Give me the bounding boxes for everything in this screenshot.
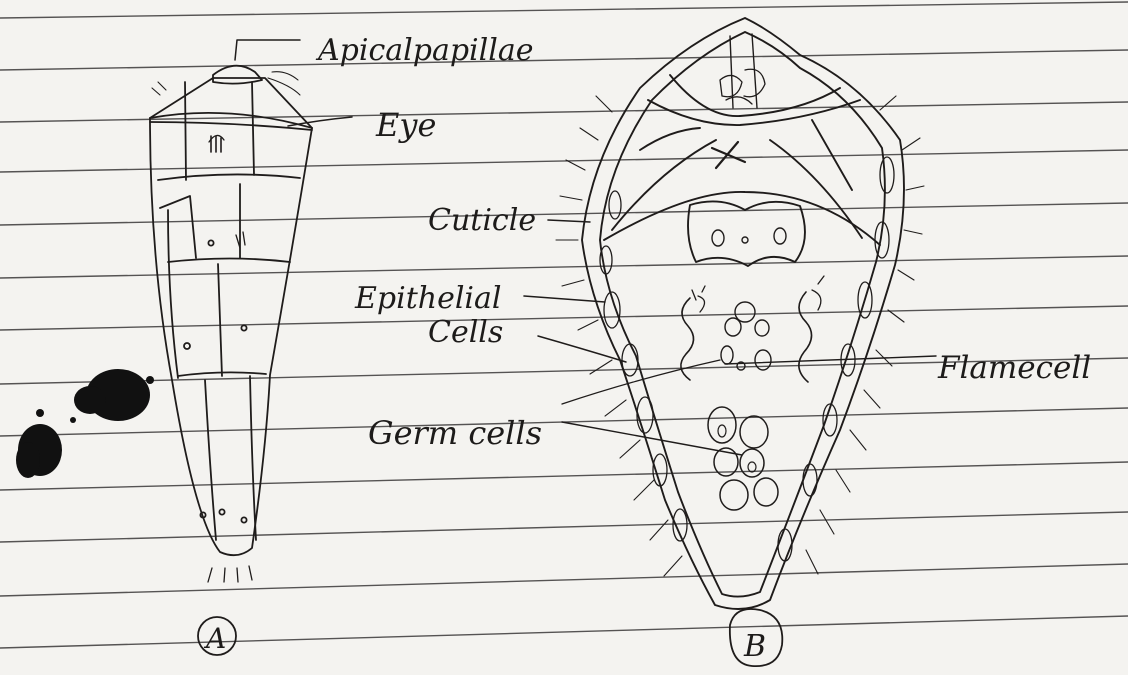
figure-a-letter: A [203,622,226,655]
label-flame-cell: Flamecell [937,350,1091,386]
ruled-lines [0,2,1128,648]
ink-blot [16,369,154,478]
label-epithelial: Epithelial [354,281,502,316]
label-eye: Eye [375,106,436,144]
label-cuticle: Cuticle [428,203,536,238]
label-germ-cells: Germ cells [368,414,542,452]
label-epithelial-cells: Cells [428,315,503,350]
figure-b-larva [524,18,936,666]
figure-a-larva [150,40,352,582]
figure-b-letter: B [743,629,766,664]
label-apical-papillae: Apicalpapillae [315,33,533,68]
